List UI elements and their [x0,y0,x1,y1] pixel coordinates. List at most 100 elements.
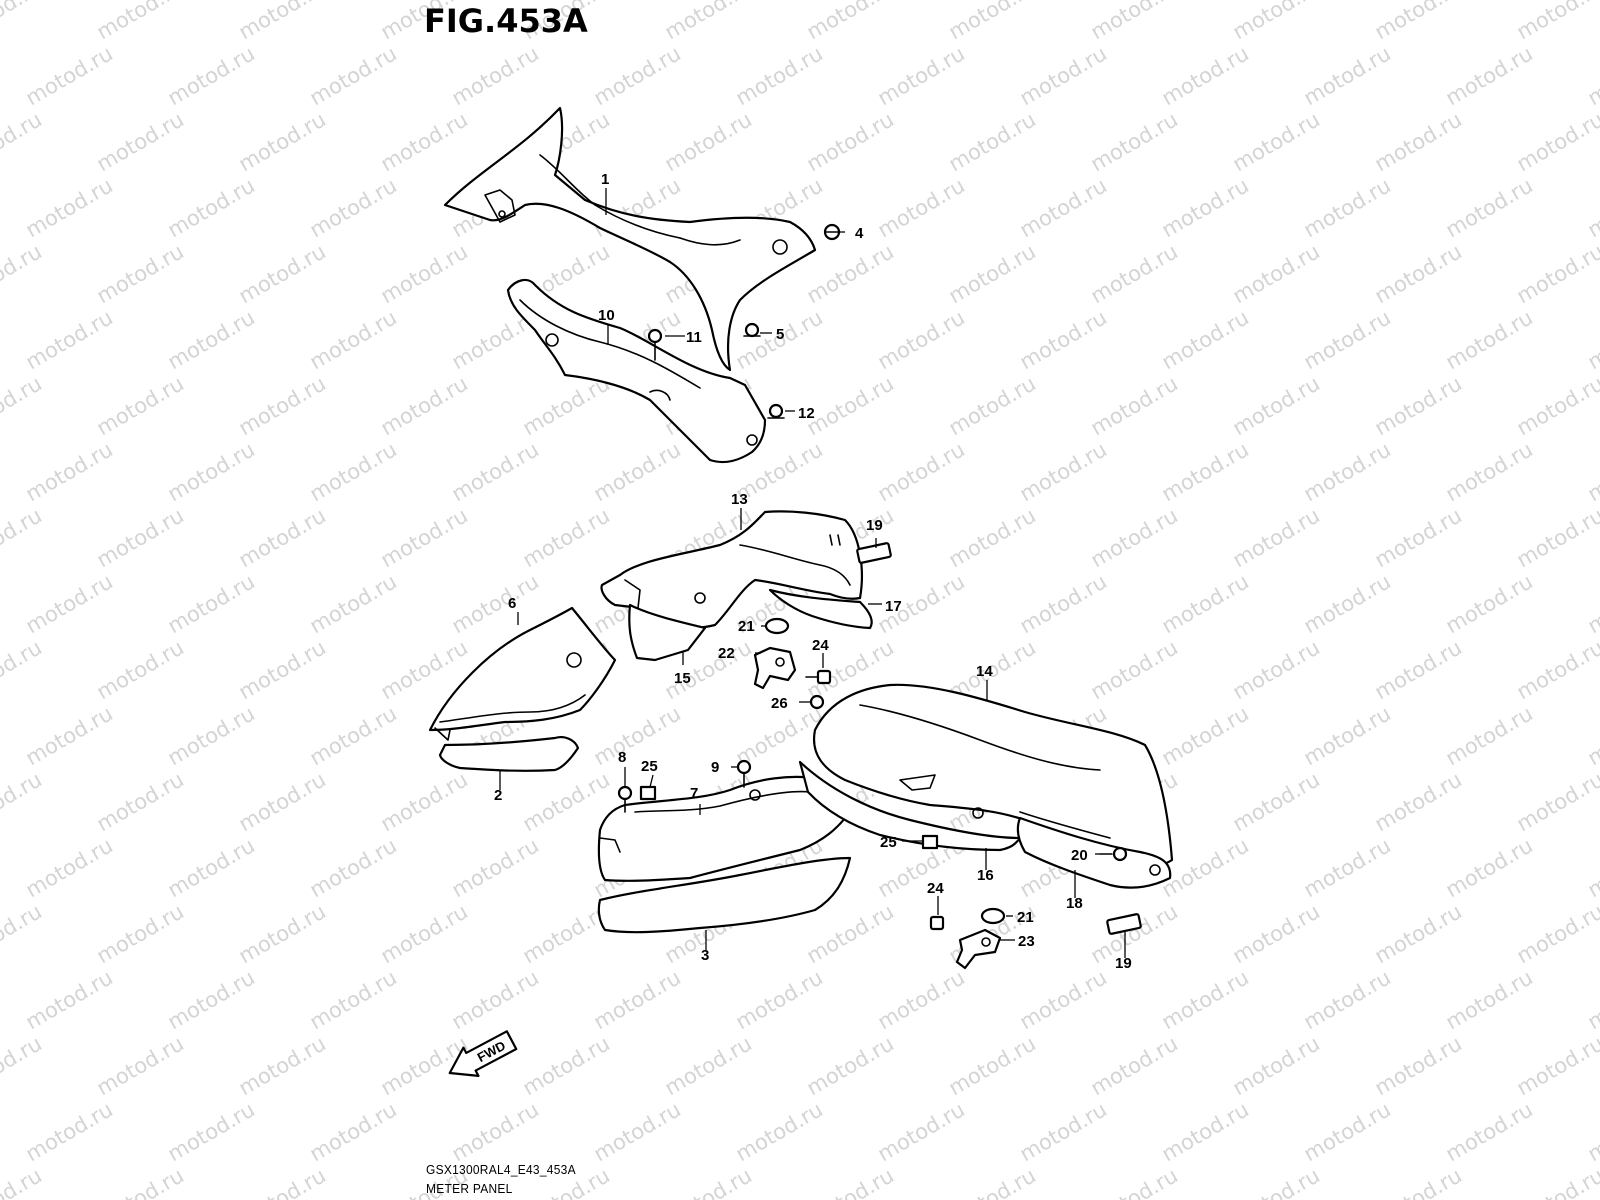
watermark-text: motod.ru [661,0,756,44]
part-16-right-lower-cover [798,760,1022,852]
watermark-text: motod.ru [1584,833,1600,902]
watermark-text: motod.ru [874,41,969,110]
callout-12: 12 [798,405,815,422]
watermark-text: motod.ru [803,107,898,176]
watermark-text: motod.ru [1584,701,1600,770]
watermark-text: motod.ru [732,1097,827,1166]
watermark-text: motod.ru [1158,965,1253,1034]
callout-25-lower: 25 [880,834,897,851]
watermark-text: motod.ru [0,635,46,704]
watermark-text: motod.ru [1229,0,1324,44]
watermark-text: motod.ru [1016,965,1111,1034]
watermark-text: motod.ru [235,239,330,308]
watermark-text: motod.ru [306,569,401,638]
watermark-text: motod.ru [1442,569,1537,638]
watermark-text: motod.ru [661,107,756,176]
watermark-text: motod.ru [1229,899,1324,968]
watermark-text: motod.ru [1300,701,1395,770]
watermark-text: motod.ru [235,635,330,704]
watermark-text: motod.ru [448,965,543,1034]
watermark-text: motod.ru [22,965,117,1034]
watermark-text: motod.ru [1087,1163,1182,1200]
watermark-text: motod.ru [1442,305,1537,374]
watermark-text: motod.ru [1442,173,1537,242]
watermark-text: motod.ru [1300,965,1395,1034]
part-3-lower-trim [597,856,852,934]
watermark-text: motod.ru [1513,371,1600,440]
watermark-text: motod.ru [945,0,1040,44]
watermark-text: motod.ru [164,965,259,1034]
watermark-text: motod.ru [1300,305,1395,374]
part-23-bracket [955,928,1002,970]
watermark-text: motod.ru [732,41,827,110]
watermark-text: motod.ru [306,305,401,374]
watermark-text: motod.ru [1158,305,1253,374]
watermark-text: motod.ru [1158,437,1253,506]
watermark-text: motod.ru [0,0,46,44]
watermark-text: motod.ru [1513,899,1600,968]
watermark-text: motod.ru [590,437,685,506]
watermark-text: motod.ru [1300,569,1395,638]
watermark-text: motod.ru [1229,107,1324,176]
part-12-fastener [767,403,785,419]
part-4-fastener [823,223,841,241]
watermark-text: motod.ru [1229,503,1324,572]
watermark-text: motod.ru [22,701,117,770]
watermark-text: motod.ru [1513,239,1600,308]
watermark-text: motod.ru [945,1163,1040,1200]
watermark-text: motod.ru [1158,1097,1253,1166]
watermark-text: motod.ru [1371,899,1466,968]
watermark-text: motod.ru [1300,173,1395,242]
watermark-text: motod.ru [1513,635,1600,704]
part-2-left-lower-cover [438,736,580,772]
watermark-text: motod.ru [1371,371,1466,440]
watermark-text: motod.ru [164,833,259,902]
watermark-text: motod.ru [1229,1031,1324,1100]
watermark-text: motod.ru [448,833,543,902]
watermark-text: motod.ru [22,305,117,374]
callout-26: 26 [771,695,788,712]
watermark-text: motod.ru [235,0,330,44]
watermark-text: motod.ru [1087,107,1182,176]
watermark-text: motod.ru [945,371,1040,440]
watermark-text: motod.ru [874,305,969,374]
callout-24-lower: 24 [927,880,944,897]
watermark-text: motod.ru [1371,1163,1466,1200]
watermark-text: motod.ru [1300,833,1395,902]
watermark-text: motod.ru [0,1031,46,1100]
callout-20: 20 [1071,847,1088,864]
watermark-text: motod.ru [1584,1097,1600,1166]
part-26-fastener [809,694,825,710]
watermark-text: motod.ru [590,41,685,110]
watermark-text: motod.ru [22,833,117,902]
watermark-text: motod.ru [0,107,46,176]
watermark-text: motod.ru [1442,965,1537,1034]
watermark-text: motod.ru [22,437,117,506]
callout-18: 18 [1066,895,1083,912]
watermark-text: motod.ru [93,239,188,308]
watermark-text: motod.ru [306,1097,401,1166]
part-24-bolt-lower [929,915,945,931]
watermark-text: motod.ru [235,767,330,836]
watermark-text: motod.ru [0,1163,46,1200]
watermark-text: motod.ru [235,1031,330,1100]
watermark-text: motod.ru [1584,569,1600,638]
callout-24-upper: 24 [812,637,829,654]
callout-8: 8 [618,749,626,766]
watermark-text: motod.ru [519,1031,614,1100]
watermark-text: motod.ru [1300,1097,1395,1166]
callout-23: 23 [1018,933,1035,950]
watermark-text: motod.ru [1371,767,1466,836]
watermark-text: motod.ru [164,173,259,242]
part-15-cover [628,603,707,662]
callout-4: 4 [855,225,864,242]
watermark-text: motod.ru [519,503,614,572]
watermark-text: motod.ru [306,701,401,770]
watermark-text: motod.ru [93,1163,188,1200]
watermark-text: motod.ru [1087,371,1182,440]
watermark-text: motod.ru [306,437,401,506]
watermark-text: motod.ru [235,107,330,176]
watermark-text: motod.ru [1371,503,1466,572]
watermark-text: motod.ru [1016,569,1111,638]
watermark-text: motod.ru [1442,41,1537,110]
